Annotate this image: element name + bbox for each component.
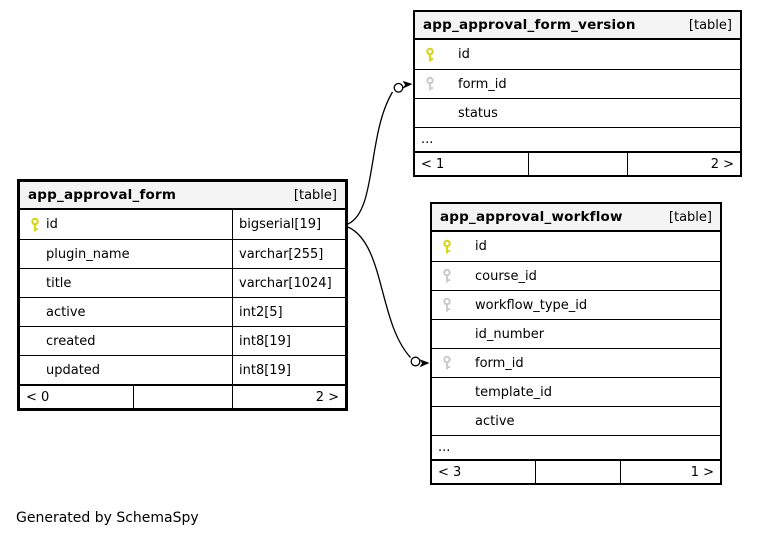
footer-left-count: < 0 (26, 389, 50, 405)
column-name: id (458, 47, 470, 62)
table-type-label: [table] (293, 187, 337, 203)
primary-key-icon (30, 217, 41, 232)
table-footer: < 1 2 > (415, 151, 740, 175)
arrowhead-icon (419, 359, 430, 368)
column-name: workflow_type_id (475, 297, 588, 313)
column-name: plugin_name (46, 246, 130, 262)
column-name: created (46, 333, 96, 349)
column-row-plugin-name: plugin_name varchar[255] (20, 239, 345, 268)
arrowhead-icon (402, 80, 413, 89)
column-row-id-number: id_number (432, 319, 720, 348)
column-type: int2[5] (232, 298, 345, 326)
footer-left-count: < 3 (438, 464, 462, 480)
footer-middle-cell (528, 153, 627, 175)
foreign-key-icon (442, 268, 453, 284)
column-row-form-id: form_id (415, 69, 740, 98)
column-type: varchar[1024] (232, 269, 345, 297)
ellipsis-row: ... (432, 435, 720, 459)
table-app-approval-form[interactable]: app_approval_form [table] id bigserial[1… (17, 179, 348, 411)
table-footer: < 0 2 > (20, 384, 345, 408)
column-row-title: title varchar[1024] (20, 268, 345, 297)
zero-or-one-circle-icon (393, 82, 404, 93)
column-row-status: status (415, 98, 740, 127)
column-row-course-id: course_id (432, 261, 720, 290)
column-name: form_id (475, 355, 524, 371)
table-title: app_approval_form (28, 187, 177, 203)
table-app-approval-form-version[interactable]: app_approval_form_version [table] id for… (413, 10, 742, 177)
table-title: app_approval_form_version (423, 17, 636, 33)
column-name: updated (46, 362, 101, 378)
column-row-updated: updated int8[19] (20, 355, 345, 384)
zero-or-one-circle-icon (410, 356, 421, 367)
column-name: id (46, 217, 58, 232)
table-footer: < 3 1 > (432, 459, 720, 483)
column-type: bigserial[19] (232, 210, 345, 239)
footer-middle-cell (535, 461, 620, 483)
table-header[interactable]: app_approval_form_version [table] (415, 12, 740, 40)
column-name: course_id (475, 268, 537, 284)
footer-middle-cell (133, 386, 232, 408)
table-type-label: [table] (688, 17, 732, 33)
table-header[interactable]: app_approval_form [table] (20, 182, 345, 210)
relationship-edge-form-to-workflow (347, 226, 430, 368)
column-row-id: id bigserial[19] (20, 210, 345, 239)
column-name: status (458, 105, 498, 121)
foreign-key-icon (425, 76, 436, 92)
generated-by-note: Generated by SchemaSpy (16, 510, 199, 526)
footer-left-count: < 1 (421, 156, 445, 172)
column-row-active: active (432, 406, 720, 435)
column-name: title (46, 275, 72, 291)
foreign-key-icon (442, 355, 453, 371)
column-type: int8[19] (232, 327, 345, 355)
column-row-created: created int8[19] (20, 326, 345, 355)
table-type-label: [table] (668, 209, 712, 225)
primary-key-icon (442, 239, 453, 254)
ellipsis-row: ... (415, 127, 740, 151)
column-row-template-id: template_id (432, 377, 720, 406)
table-app-approval-workflow[interactable]: app_approval_workflow [table] id course_… (430, 202, 722, 485)
column-name: form_id (458, 76, 507, 92)
footer-right-count: 1 > (620, 461, 720, 483)
column-type: varchar[255] (232, 240, 345, 268)
table-header[interactable]: app_approval_workflow [table] (432, 204, 720, 232)
table-title: app_approval_workflow (440, 209, 623, 225)
column-name: template_id (475, 384, 553, 400)
column-row-id: id (432, 232, 720, 261)
column-name: active (46, 304, 86, 320)
column-row-workflow-type-id: workflow_type_id (432, 290, 720, 319)
column-name: active (475, 413, 515, 429)
footer-right-count: 2 > (232, 386, 345, 408)
foreign-key-icon (442, 297, 453, 313)
column-name: id (475, 239, 487, 254)
column-row-active: active int2[5] (20, 297, 345, 326)
column-row-form-id: form_id (432, 348, 720, 377)
primary-key-icon (425, 47, 436, 62)
column-row-id: id (415, 40, 740, 69)
footer-right-count: 2 > (627, 153, 740, 175)
column-type: int8[19] (232, 356, 345, 384)
relationship-edge-form-to-form-version (347, 80, 413, 225)
column-name: id_number (475, 326, 545, 342)
